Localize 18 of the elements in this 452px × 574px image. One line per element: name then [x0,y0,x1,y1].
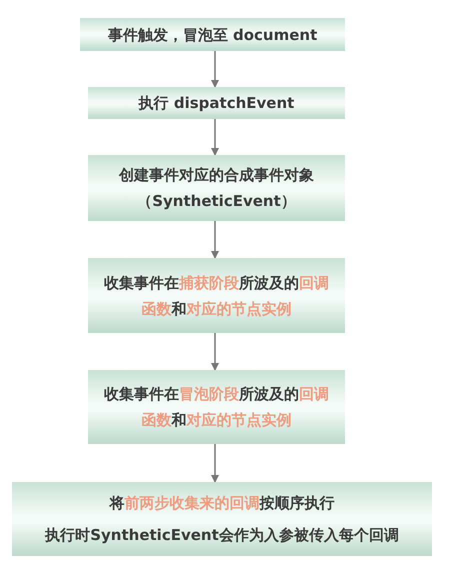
arrow [211,333,219,371]
arrow [211,51,219,88]
process-box [12,482,432,556]
process-box [80,18,345,51]
step-text: 将前两步收集来的回调按顺序执行 [110,493,334,514]
step-text: 执行 dispatchEvent [138,93,294,114]
process-box [88,258,345,333]
process-box [88,87,345,119]
step-text: 执行时SyntheticEvent会作为入参被传入每个回调 [45,525,399,546]
arrow [211,221,219,259]
arrow [211,444,219,483]
arrow [211,119,219,156]
step-text: 事件触发，冒泡至 document [108,24,318,46]
step-text: 收集事件在捕获阶段所波及的回调函数和对应的节点实例 [103,272,330,320]
step-text: 收集事件在冒泡阶段所波及的回调函数和对应的节点实例 [103,384,330,431]
process-box [88,155,345,221]
step-text: 创建事件对应的合成事件对象（SyntheticEvent） [118,165,315,212]
process-box [88,370,345,444]
